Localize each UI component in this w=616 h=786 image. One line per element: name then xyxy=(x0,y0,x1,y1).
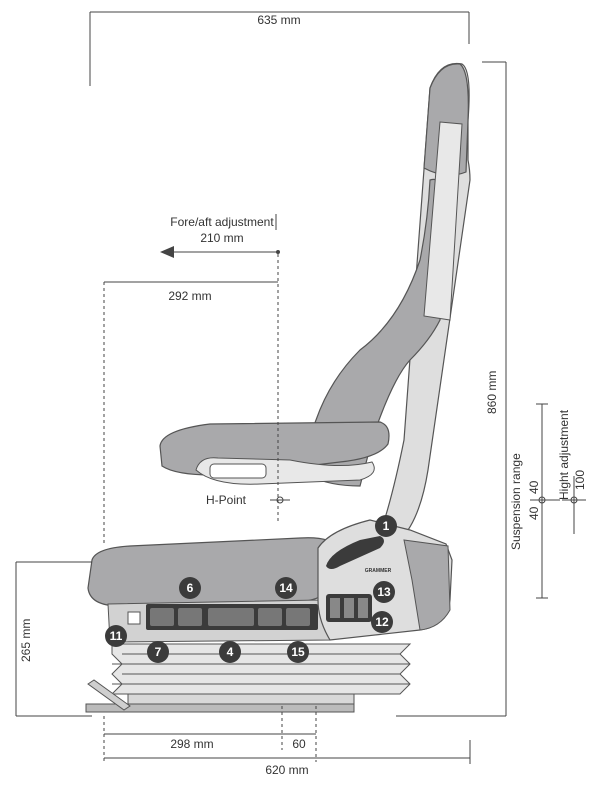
svg-text:12: 12 xyxy=(375,615,389,629)
dim-base-height: 265 mm xyxy=(19,619,33,662)
dim-overall-height: 860 mm xyxy=(485,371,499,414)
callout-12: 12 xyxy=(371,611,393,633)
callout-11: 11 xyxy=(105,625,127,647)
armrest-handle xyxy=(209,463,267,479)
dim-base-width: 620 mm xyxy=(265,763,308,777)
dim-height-value: 100 xyxy=(573,470,587,490)
dim-base-front: 298 mm xyxy=(170,737,213,751)
dim-height-adjustment: Hight adjustment xyxy=(557,409,571,500)
small-switch xyxy=(127,611,141,625)
switch-block xyxy=(326,594,372,622)
bellows xyxy=(110,643,412,695)
callout-7: 7 xyxy=(147,641,169,663)
callout-14: 14 xyxy=(275,577,297,599)
dim-base-rear: 60 xyxy=(292,737,306,751)
callout-1: 1 xyxy=(375,515,397,537)
callout-15: 15 xyxy=(287,641,309,663)
control-panel xyxy=(146,604,318,630)
svg-text:4: 4 xyxy=(227,645,234,659)
brand-logo: GRAMMER xyxy=(365,568,392,574)
dim-fore-aft-value: 210 mm xyxy=(200,231,243,245)
svg-text:6: 6 xyxy=(187,581,194,595)
callout-13: 13 xyxy=(373,581,395,603)
callout-6: 6 xyxy=(179,577,201,599)
svg-text:1: 1 xyxy=(383,519,390,533)
slide-rail xyxy=(85,703,355,713)
side-shell xyxy=(403,539,451,631)
svg-text:13: 13 xyxy=(377,585,391,599)
dim-fore-aft-label: Fore/aft adjustment xyxy=(170,215,274,229)
fore-aft-arrow xyxy=(160,246,174,258)
svg-text:15: 15 xyxy=(291,645,305,659)
dim-suspension-range: Suspension range xyxy=(509,453,523,550)
base-plate xyxy=(127,693,355,705)
fore-aft-lever xyxy=(87,679,131,711)
backrest-rail xyxy=(423,121,463,321)
seat-cushion xyxy=(87,537,341,607)
callout-4: 4 xyxy=(219,641,241,663)
dim-top-width: 635 mm xyxy=(257,13,300,27)
dim-h-point: H-Point xyxy=(206,493,247,507)
svg-text:7: 7 xyxy=(155,645,162,659)
dim-seat-depth: 292 mm xyxy=(168,289,211,303)
svg-text:14: 14 xyxy=(279,581,293,595)
dim-suspension-up: 40 xyxy=(527,480,541,494)
recline-lever xyxy=(326,536,384,569)
svg-text:11: 11 xyxy=(110,629,123,643)
dim-suspension-down: 40 xyxy=(527,506,541,520)
